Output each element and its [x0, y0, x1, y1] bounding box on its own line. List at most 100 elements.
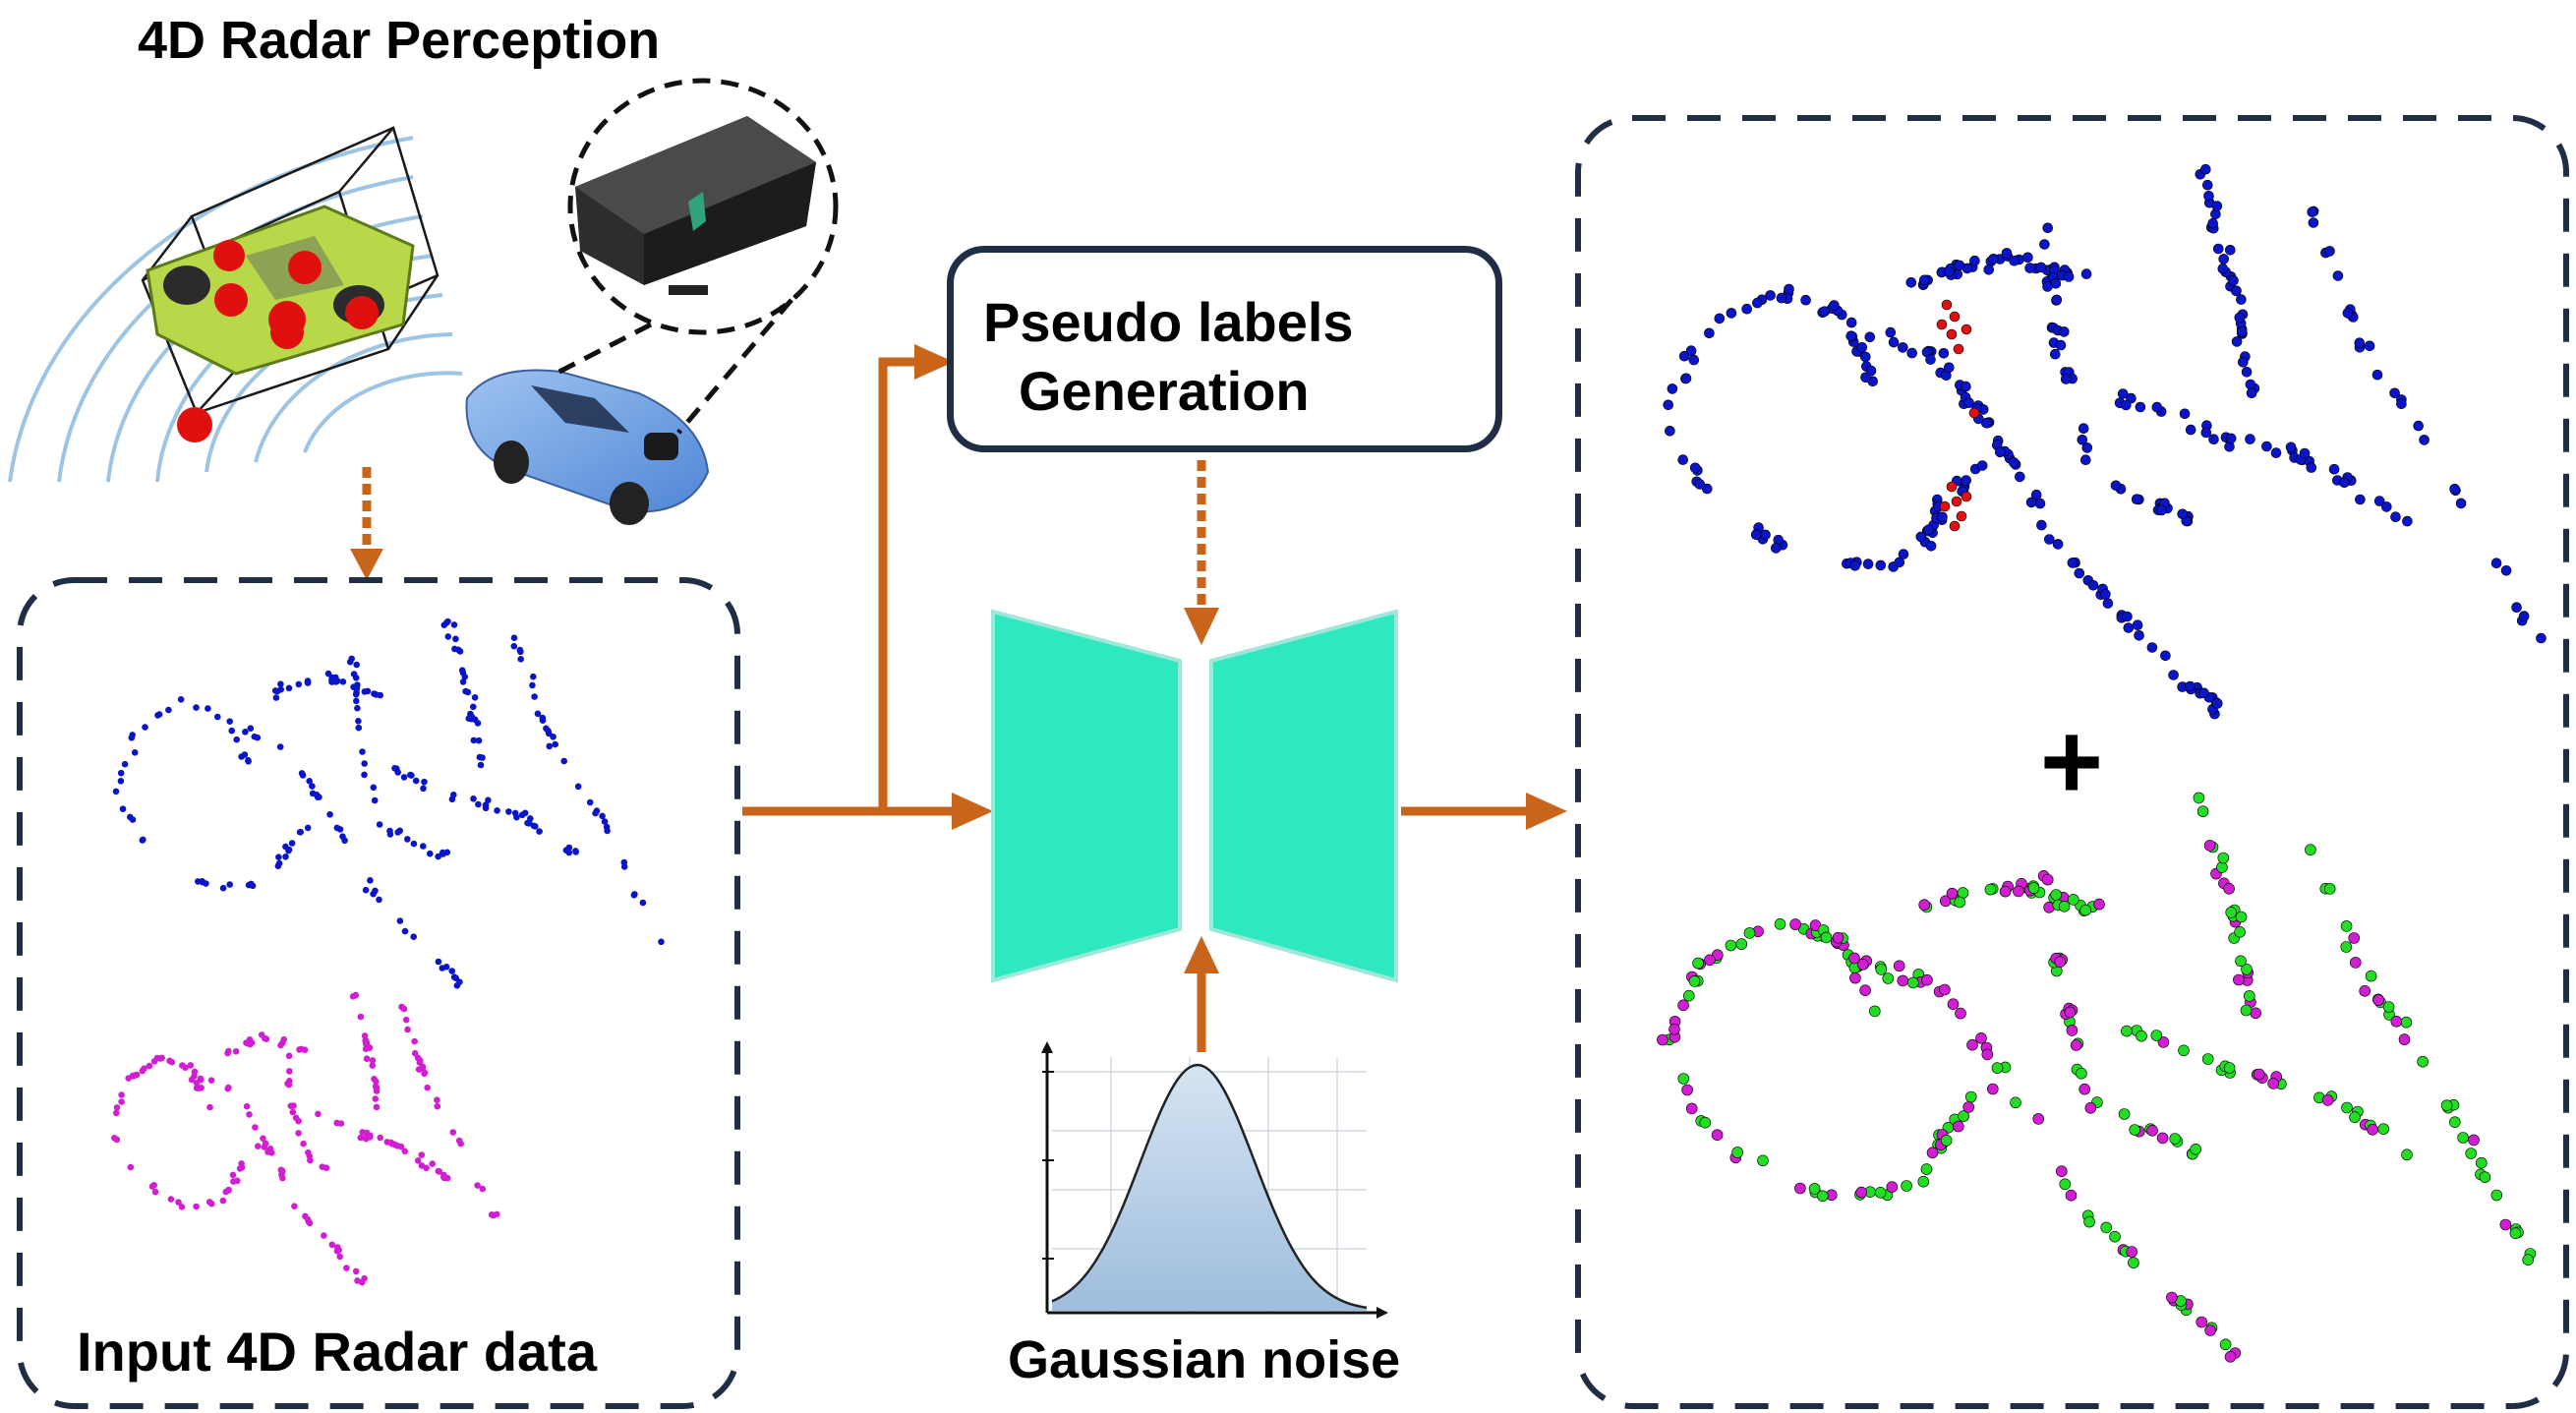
radar-point — [1875, 964, 1888, 975]
radar-point — [2240, 1004, 2253, 1017]
radar-point — [1774, 917, 1786, 930]
input-blue-pointcloud — [112, 618, 665, 989]
radar-point — [2195, 1316, 2207, 1328]
radar-point — [2052, 539, 2064, 550]
radar-point — [1776, 292, 1787, 304]
radar-point — [306, 1152, 314, 1160]
radar-point — [477, 761, 485, 769]
radar-point — [369, 1062, 377, 1069]
radar-point — [141, 1065, 147, 1072]
radar-point — [1752, 297, 1763, 309]
radar-point — [1907, 976, 1919, 989]
pseudo-label-point — [1953, 343, 1964, 355]
radar-point — [1920, 1163, 1933, 1175]
radar-point — [2126, 1246, 2137, 1258]
radar-point — [1741, 303, 1752, 315]
radar-point — [2212, 243, 2224, 255]
radar-point — [2224, 1351, 2237, 1363]
radar-point — [1894, 557, 1905, 568]
radar-point — [2135, 401, 2146, 413]
radar-point — [1819, 306, 1830, 318]
radar-point — [471, 694, 479, 701]
radar-point — [452, 974, 460, 981]
radar-point — [2063, 271, 2075, 282]
detection-point — [177, 407, 212, 442]
radar-point — [175, 1199, 182, 1206]
radar-point — [127, 1163, 135, 1171]
radar-point — [2013, 885, 2024, 898]
radar-point — [2039, 239, 2050, 250]
radar-point — [129, 732, 136, 738]
radar-point — [1689, 462, 1701, 474]
radar-point — [1915, 531, 1927, 543]
radar-point — [248, 880, 255, 888]
radar-point — [352, 675, 360, 681]
radar-point — [529, 681, 536, 689]
radar-point — [2123, 622, 2135, 633]
radar-point — [355, 724, 363, 732]
radar-point — [2511, 602, 2522, 614]
radar-point — [309, 783, 316, 790]
radar-point — [448, 795, 456, 803]
radar-point — [1918, 899, 1930, 912]
radar-point — [1849, 971, 1861, 984]
radar-point — [2131, 494, 2142, 505]
radar-point — [2390, 511, 2401, 523]
radar-point — [229, 1171, 237, 1179]
radar-point — [1906, 347, 1917, 359]
radar-point — [304, 824, 312, 832]
radar-point — [260, 1135, 266, 1143]
radar-point — [2084, 1102, 2097, 1114]
radar-sensor-icon — [575, 116, 816, 295]
radar-point — [482, 801, 490, 808]
radar-point — [479, 1185, 487, 1193]
radar-point — [2354, 337, 2366, 349]
radar-point — [353, 688, 360, 696]
radar-point — [1962, 1101, 1974, 1113]
radar-point — [1917, 1175, 1930, 1188]
radar-point — [2522, 1254, 2534, 1266]
radar-point — [1991, 1062, 2004, 1074]
radar-point — [278, 1167, 286, 1174]
radar-point — [2059, 326, 2070, 337]
radar-point — [361, 771, 368, 779]
radar-point — [2024, 263, 2035, 273]
radar-point — [388, 1140, 395, 1148]
radar-point — [518, 811, 526, 819]
detection-points — [177, 240, 379, 442]
radar-point — [2499, 1218, 2512, 1231]
radar-point — [118, 1098, 125, 1105]
radar-point — [419, 1063, 427, 1071]
radar-point — [1845, 317, 1857, 328]
radar-point — [2245, 434, 2255, 444]
radar-point — [1678, 350, 1690, 362]
radar-point — [2479, 1171, 2491, 1183]
radar-point — [2518, 611, 2530, 621]
radar-point — [1961, 475, 1971, 486]
radar-point — [2235, 911, 2248, 923]
radar-point — [2067, 558, 2078, 568]
radar-point — [393, 1143, 401, 1149]
radar-point — [2241, 366, 2253, 378]
radar-point — [1953, 1120, 1964, 1133]
radar-point — [2398, 1033, 2411, 1045]
radar-point — [1954, 260, 1965, 271]
radar-point — [2185, 680, 2195, 692]
radar-point — [2051, 294, 2063, 306]
input-label: Input 4D Radar data — [77, 1321, 597, 1383]
radar-point — [1667, 383, 1678, 394]
radar-point — [2332, 270, 2344, 281]
radar-point — [1966, 1038, 1978, 1051]
radar-point — [1938, 347, 1950, 359]
radar-point — [197, 1075, 205, 1083]
radar-point — [1784, 283, 1794, 295]
radar-point — [2146, 1125, 2158, 1137]
radar-point — [357, 1134, 365, 1142]
radar-point — [1925, 540, 1937, 552]
radar-point — [475, 800, 482, 808]
radar-point — [539, 714, 547, 722]
radar-point — [295, 1130, 302, 1137]
radar-point — [452, 635, 459, 643]
radar-point — [424, 1084, 432, 1091]
radar-point — [2234, 925, 2246, 938]
